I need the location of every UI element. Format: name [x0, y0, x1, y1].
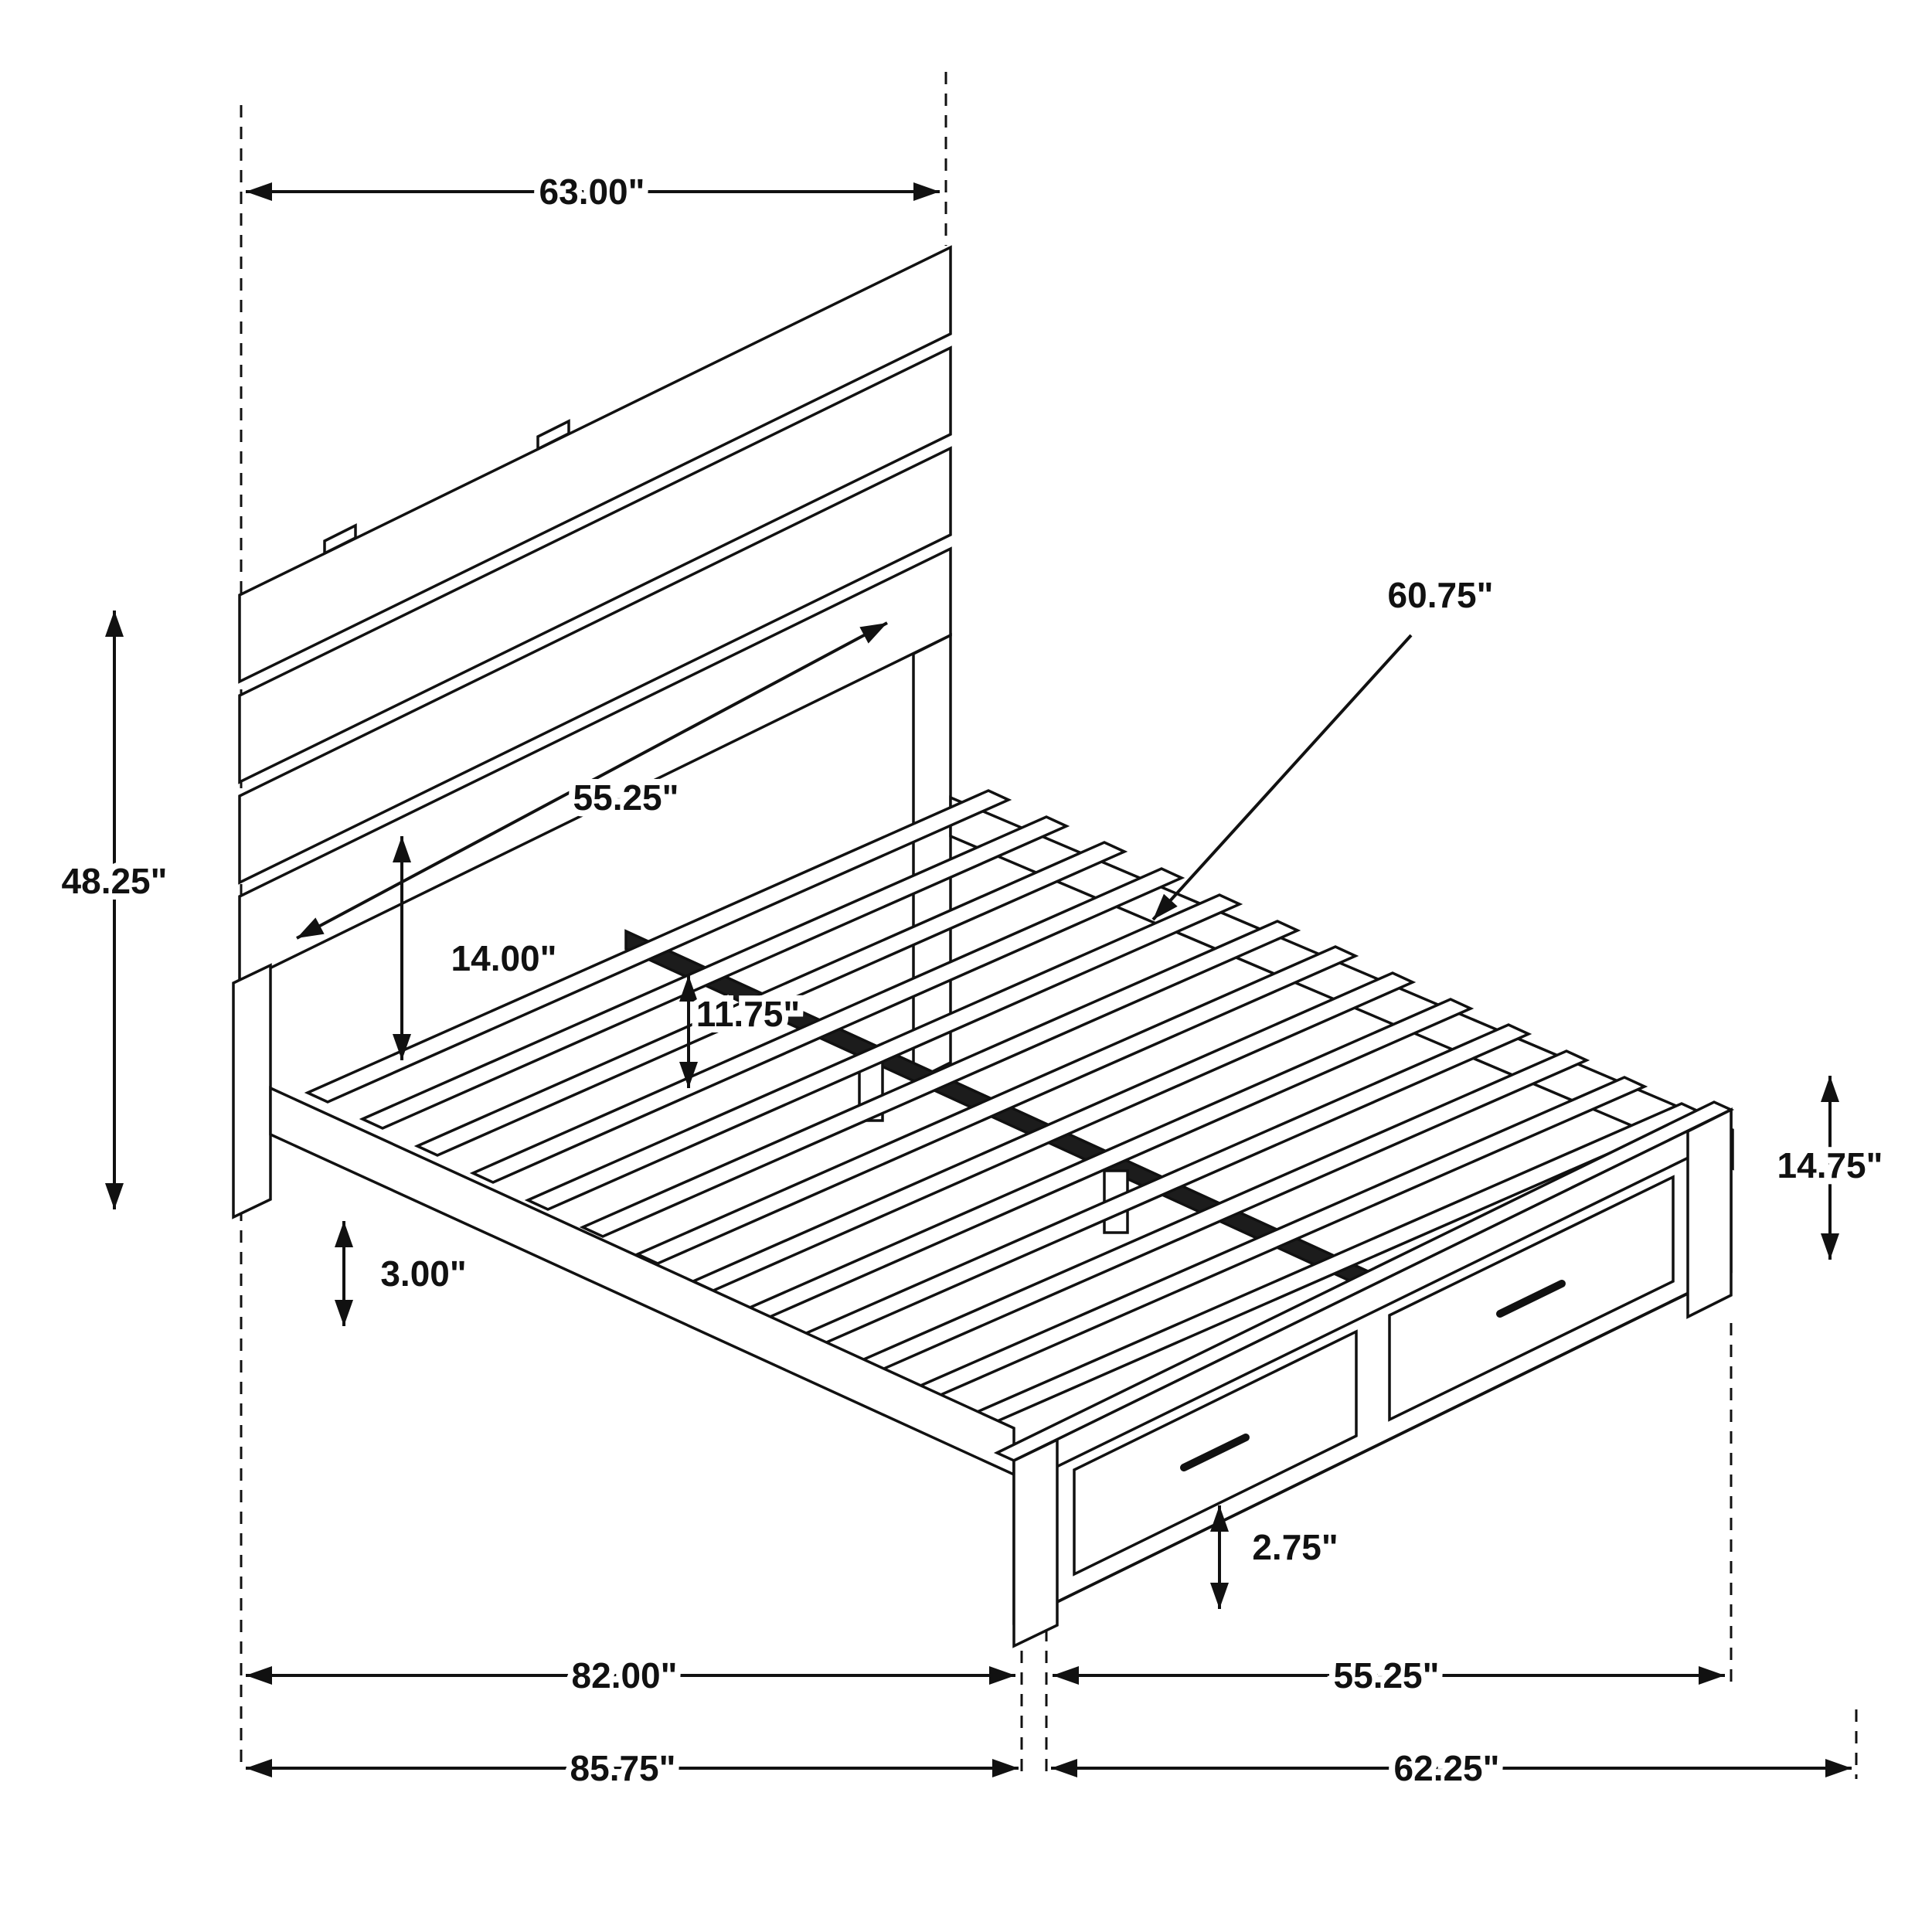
drawer-right-handle-icon: [1496, 1280, 1566, 1318]
mattress-slats: [304, 789, 1706, 1427]
footboard: [993, 1100, 1735, 1648]
dim-label-frame-length: 82.00": [572, 1655, 678, 1696]
footboard-right-leg: [1686, 1107, 1733, 1319]
dim-label-slat-height: 11.75": [696, 994, 800, 1034]
slat: [634, 945, 1359, 1265]
drawer-left-handle-icon: [1180, 1434, 1250, 1471]
footboard-bottom-edge: [1056, 1292, 1689, 1604]
dim-label-headboard-width: 63.00": [539, 172, 645, 212]
dim-label-overall-length: 85.75": [570, 1748, 676, 1788]
footboard-top-band: [1013, 1135, 1732, 1489]
dim-label-panel-bottom-height: 14.00": [451, 938, 557, 978]
dim-label-slat-length: 60.75": [1388, 575, 1494, 615]
slat: [579, 920, 1301, 1238]
headboard-slat-1: [238, 245, 952, 684]
slat: [469, 867, 1185, 1184]
dim-label-drawer-clearance: 2.75": [1252, 1527, 1338, 1567]
footboard-left-leg: [1012, 1437, 1059, 1648]
dim-label-headboard-panel-width: 55.25": [573, 777, 679, 818]
headboard-clip-a: [323, 523, 357, 556]
dim-label-headboard-height: 48.25": [62, 861, 168, 901]
dim-label-overall-width: 62.25": [1394, 1748, 1500, 1788]
slat: [524, 893, 1243, 1211]
dimension-lines: [105, 182, 1852, 1777]
headboard-left-leg: [232, 963, 272, 1219]
slat: [413, 841, 1128, 1157]
headboard-clip-b: [536, 419, 570, 451]
dim-label-footboard-height: 14.75": [1777, 1145, 1883, 1185]
dimension-labels: 63.00" 48.25" 55.25" 60.75" 14.00" 11.75…: [56, 165, 1889, 1794]
dim-label-rail-clearance: 3.00": [380, 1253, 466, 1294]
dim-label-footboard-width: 55.25": [1334, 1655, 1440, 1696]
dim-leader-slat-length: [1151, 634, 1413, 921]
headboard-right-post: [912, 633, 952, 1083]
